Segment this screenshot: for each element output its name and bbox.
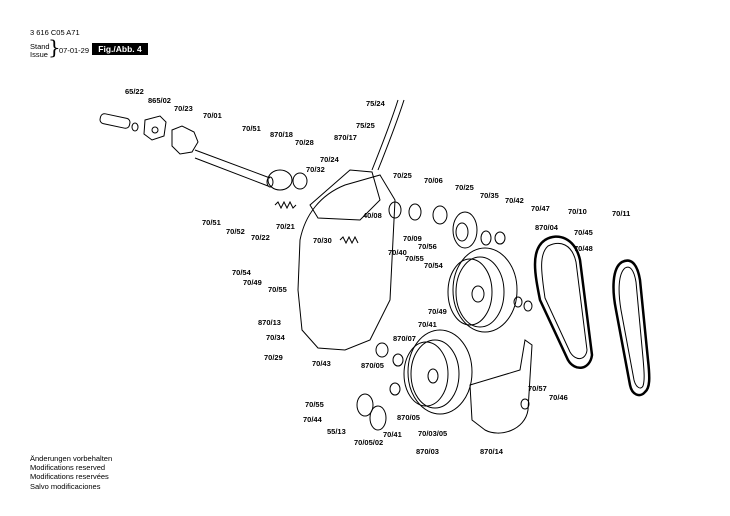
note-de: Änderungen vorbehalten [30,454,113,463]
part-label: 70/49 [428,307,447,316]
part-label: 70/25 [393,171,412,180]
part-label: 70/35 [480,191,499,200]
part-label: 70/40 [388,248,407,257]
part-label: 70/48 [574,244,593,253]
part-label: 70/03/05 [418,429,447,438]
part-label: 870/13 [258,318,281,327]
part-label: 70/51 [202,218,221,227]
flange [267,169,293,191]
bearing-2 [292,172,308,190]
gear [356,393,374,417]
figure-label: Fig./Abb. 4 [92,43,148,55]
part-label: 55/13 [327,427,346,436]
part-label: 75/24 [366,99,386,108]
part-label: 70/55 [305,400,324,409]
part-label: 870/17 [334,133,357,142]
part-label: 70/41 [383,430,402,439]
washer-1 [388,201,402,219]
part-label: 70/06 [424,176,443,185]
part-label: 70/28 [295,138,314,147]
part-number-labels: 65/22 865/02 70/23 70/01 70/51 870/18 70… [125,87,630,456]
bushing [432,205,448,225]
part-label: 70/21 [276,222,295,231]
part-label: 870/14 [480,447,504,456]
part-label: 70/25 [455,183,474,192]
part-label: 70/44 [303,415,323,424]
washer-3 [480,230,492,246]
part-label: 40/08 [363,211,382,220]
washer-2 [408,203,422,221]
part-label: 70/22 [251,233,270,242]
spring-2 [339,235,359,245]
part-label: 870/03 [416,447,439,456]
part-label: 870/07 [393,334,416,343]
document-number: 3 616 C05 A71 [30,28,80,37]
part-label: 70/51 [242,124,261,133]
note-en: Modifications reserved [30,463,106,473]
part-label: 70/46 [549,393,568,402]
gear-2 [369,405,387,431]
part-label: 70/01 [203,111,222,120]
note-es: Salvo modificaciones [30,481,101,491]
disclaimer-notes: Änderungen vorbehalten Modifications res… [30,454,112,491]
issue-label: Issue [30,50,48,59]
part-label: 870/18 [270,130,293,139]
part-label: 70/43 [312,359,331,368]
part-label: 870/05 [397,413,420,422]
part-label: 70/05/02 [354,438,383,447]
small-pulley [452,211,478,249]
brace-symbol: } [48,35,61,59]
nut [494,231,506,245]
cable [371,99,399,171]
part-label: 70/34 [266,333,286,342]
part-label: 70/57 [528,384,547,393]
part-label: 870/04 [535,223,559,232]
stand-label: Stand [30,42,50,51]
part-label: 70/30 [313,236,332,245]
upper-bracket [309,169,381,221]
part-label: 70/41 [418,320,437,329]
part-label: 65/22 [125,87,144,96]
part-label: 70/49 [243,278,262,287]
part-label: 70/09 [403,234,422,243]
large-pulley [447,247,518,333]
part-label: 70/55 [405,254,424,263]
housing-plate [297,174,396,351]
part-label: 70/45 [574,228,593,237]
part-label: 870/05 [361,361,384,370]
part-label: 70/54 [232,268,252,277]
part-label: 70/10 [568,207,587,216]
issue-date: 07-01-29 [59,46,90,55]
part-label: 70/47 [531,204,550,213]
part-label: 70/54 [424,261,444,270]
part-label: 70/52 [226,227,245,236]
belt-guard [469,339,533,434]
note-fr: Modifications reservées [30,472,109,482]
bearing [375,342,389,358]
part-label: 70/23 [174,104,193,113]
part-label: 70/24 [320,155,340,164]
part-label: 70/56 [418,242,437,251]
part-label: 70/29 [264,353,283,362]
part-label: 75/25 [356,121,375,130]
spring [274,200,297,210]
part-label: 70/42 [505,196,524,205]
part-label: 70/11 [612,209,630,218]
part-label: 865/02 [148,96,171,105]
part-label: 70/55 [268,285,287,294]
drive-belts [533,235,651,397]
part-label: 70/32 [306,165,325,174]
lower-pulley [403,329,473,415]
shaft-assembly [99,113,274,188]
